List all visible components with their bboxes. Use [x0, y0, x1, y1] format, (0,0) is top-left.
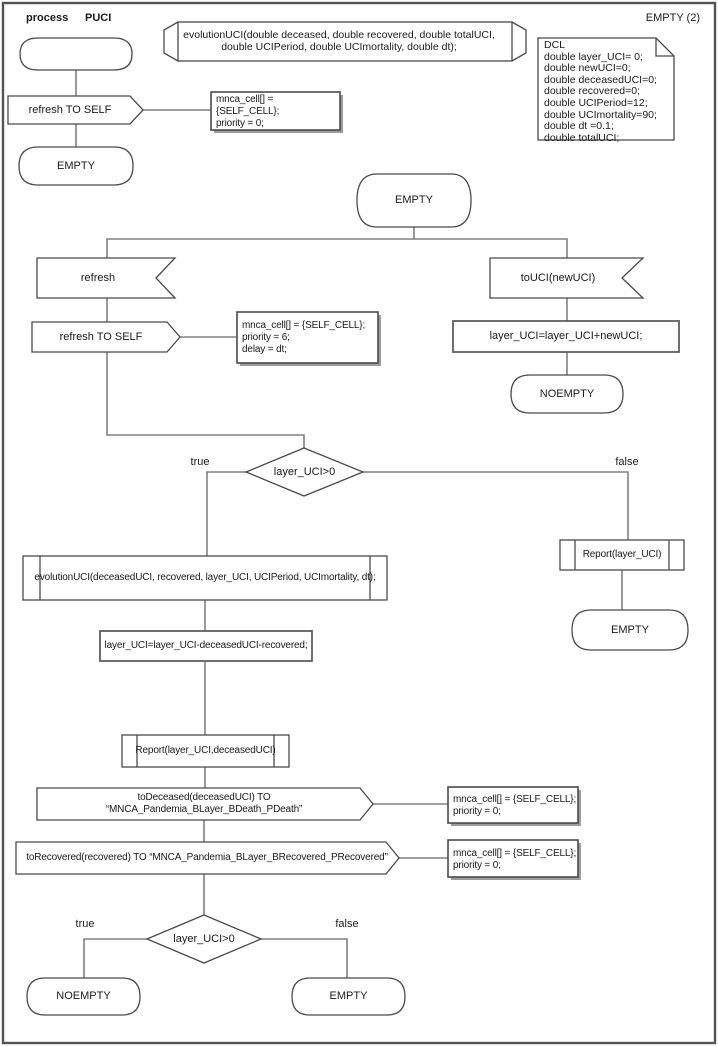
- decision1-label: layer_UCI>0: [273, 465, 336, 478]
- state-empty-initial: [18, 146, 134, 186]
- decision2-label: layer_UCI>0: [173, 932, 235, 945]
- state-noempty-end-label: NOEMPTY: [56, 990, 111, 1002]
- decision2-true-label: true: [75, 917, 95, 930]
- state-noempty-end: [26, 977, 141, 1016]
- proc-call-report-simple-label: Report(layer_UCI): [582, 549, 662, 560]
- task-subtract: [99, 630, 313, 662]
- state-empty-end-label: EMPTY: [329, 990, 368, 1002]
- send-todeceased-label: toDeceased(deceasedUCI) TO “MNCA_Pandemi…: [105, 792, 303, 815]
- proc-call-evolutionuci-label: evolutionUCI(deceasedUCI, recovered, lay…: [34, 572, 376, 583]
- dcl-note-text: DCL double layer_UCI= 0; double newUCI=0…: [544, 39, 657, 144]
- send-refresh-self-label: refresh TO SELF: [28, 103, 112, 116]
- decision-layer-uci-1: [244, 447, 365, 497]
- dcl-note-fold: [655, 38, 674, 57]
- proc-call-report-full: [121, 734, 290, 768]
- dcl-note: [537, 37, 675, 141]
- start-state-symbol: [19, 37, 133, 71]
- input-touci-symbol: [489, 257, 645, 299]
- connector-false-branch: [261, 938, 348, 978]
- send-refresh-self-symbol: [7, 95, 144, 125]
- state-empty-initial-label: EMPTY: [57, 159, 95, 172]
- page-state-label: EMPTY (2): [645, 11, 700, 24]
- decision2-false-label: false: [335, 917, 359, 930]
- state-empty-main-label: EMPTY: [395, 194, 433, 206]
- state-noempty-right-label: NOEMPTY: [539, 387, 595, 400]
- send-torecovered-symbol: [15, 841, 400, 875]
- state-empty-right: [571, 609, 689, 651]
- send-torecovered-label: toRecovered(recovered) TO “MNCA_Pandemia…: [26, 852, 388, 863]
- state-empty-main: [356, 173, 472, 228]
- connector-false-branch: [363, 471, 629, 540]
- input-refresh-label: refresh: [80, 271, 116, 284]
- task-subtract-label: layer_UCI=layer_UCI-deceasedUCI-recovere…: [104, 640, 308, 651]
- process-kind-label: process: [26, 11, 69, 24]
- connector: [106, 352, 305, 448]
- task-add-newuci: [452, 320, 680, 353]
- comment-box-refresh: [236, 311, 379, 364]
- proc-call-report-simple: [559, 539, 685, 571]
- decision1-false-label: false: [615, 455, 639, 468]
- comment-refresh-text: mnca_cell[] = {SELF_CELL}; priority = 6;…: [242, 320, 366, 355]
- connector-layer: [75, 70, 629, 978]
- state-empty-right-label: EMPTY: [611, 623, 649, 636]
- shape-layer: [7, 21, 689, 1016]
- comment-box-initial: [210, 91, 341, 131]
- declaration-left-bracket: [163, 21, 179, 62]
- proc-call-report-full-label: Report(layer_UCI,deceasedUCI): [135, 745, 276, 756]
- process-name-label: PUCI: [85, 11, 112, 24]
- decision-layer-uci-2: [145, 914, 263, 964]
- state-noempty-right: [510, 374, 624, 414]
- send-refresh-self-loop-label: refresh TO SELF: [59, 330, 143, 343]
- procedure-declaration-box: [177, 21, 513, 62]
- decision1-true-label: true: [190, 455, 210, 468]
- comment-box-recovered: [447, 839, 579, 878]
- proc-call-evolutionuci: [22, 555, 388, 601]
- state-empty-end: [291, 977, 406, 1016]
- task-add-newuci-label: layer_UCI=layer_UCI+newUCI;: [489, 330, 643, 342]
- input-refresh-symbol: [36, 257, 177, 299]
- comment-initial-text: mnca_cell[] = {SELF_CELL}; priority = 0;: [216, 93, 280, 129]
- send-refresh-self-loop-symbol: [31, 321, 181, 353]
- connector-true-branch: [83, 938, 147, 978]
- send-todeceased-symbol: [36, 787, 374, 821]
- connector-true-branch: [206, 471, 246, 556]
- comment-box-deceased: [447, 786, 579, 824]
- input-touci-label: toUCI(newUCI): [520, 271, 596, 284]
- connector-branch: [106, 238, 568, 258]
- procedure-declaration-text: evolutionUCI(double deceased, double rec…: [183, 28, 495, 53]
- declaration-right-bracket: [511, 21, 527, 62]
- comment-deceased-text: mnca_cell[] = {SELF_CELL}; priority = 0;: [453, 793, 577, 817]
- comment-recovered-text: mnca_cell[] = {SELF_CELL}; priority = 0;: [453, 847, 577, 871]
